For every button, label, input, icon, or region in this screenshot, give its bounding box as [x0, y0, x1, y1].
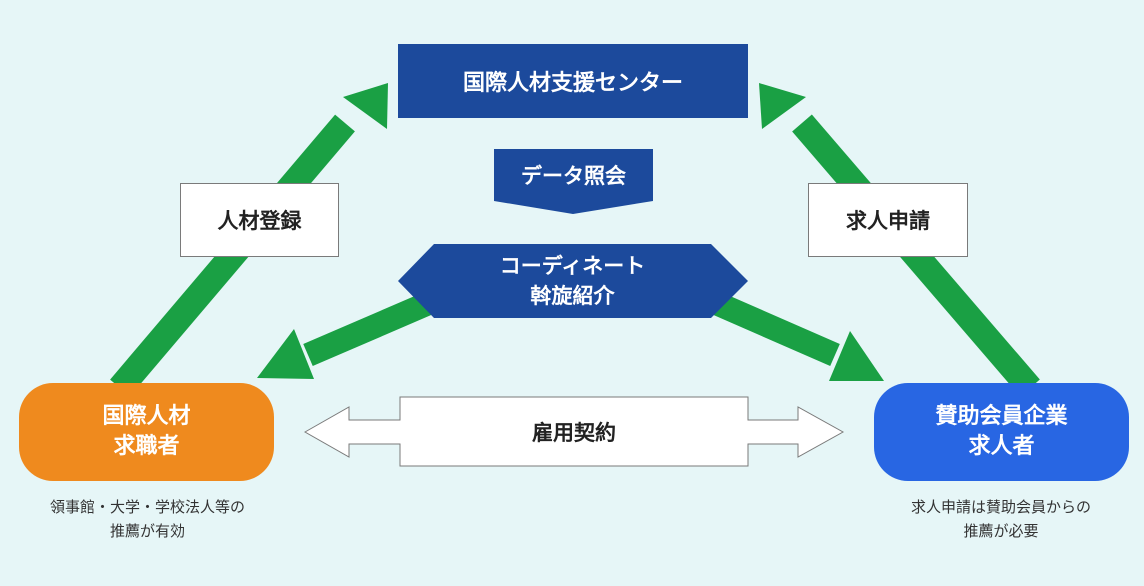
job-seeker-node: 国際人材 求職者	[19, 383, 274, 481]
job-seeker-note: 領事館・大学・学校法人等の 推薦が有効	[10, 494, 285, 544]
coordinate-label-line2: 斡旋紹介	[530, 284, 615, 308]
job-seeker-line2: 求職者	[113, 434, 180, 459]
job-seeker-note-line2: 推薦が有効	[109, 522, 185, 540]
supporting-company-note: 求人申請は賛助会員からの 推薦が必要	[860, 494, 1142, 544]
coordinate-shape	[398, 244, 748, 318]
talent-registration-label: 人材登録	[217, 209, 302, 233]
data-query-label: データ照会	[521, 164, 626, 188]
data-query-shape	[494, 149, 653, 214]
arrow-coordinate-to-company	[695, 285, 884, 381]
center-label: 国際人材支援センター	[462, 71, 683, 96]
job-seeker-note-line1: 領事館・大学・学校法人等の	[49, 498, 245, 516]
supporting-company-line2: 求人者	[968, 434, 1035, 459]
data-query-text: データ照会	[494, 149, 653, 201]
employment-contract-label: 雇用契約	[532, 420, 616, 445]
job-application-label-box: 求人申請	[808, 183, 968, 257]
supporting-company-note-line1: 求人申請は賛助会員からの	[910, 498, 1091, 516]
supporting-company-note-line2: 推薦が必要	[963, 522, 1039, 540]
supporting-company-node: 賛助会員企業 求人者	[874, 383, 1129, 481]
coordinate-label-line1: コーディネート	[499, 254, 646, 278]
job-seeker-line1: 国際人材	[102, 404, 191, 429]
coordinate-text: コーディネート 斡旋紹介	[434, 250, 711, 312]
employment-contract-text: 雇用契約	[400, 397, 748, 466]
job-application-label: 求人申請	[846, 209, 930, 233]
international-talent-support-center: 国際人材支援センター	[398, 44, 748, 118]
supporting-company-line1: 賛助会員企業	[935, 404, 1068, 429]
talent-registration-label-box: 人材登録	[180, 183, 339, 257]
arrow-coordinate-to-seeker	[257, 284, 450, 379]
contract-double-arrow	[303, 396, 845, 467]
